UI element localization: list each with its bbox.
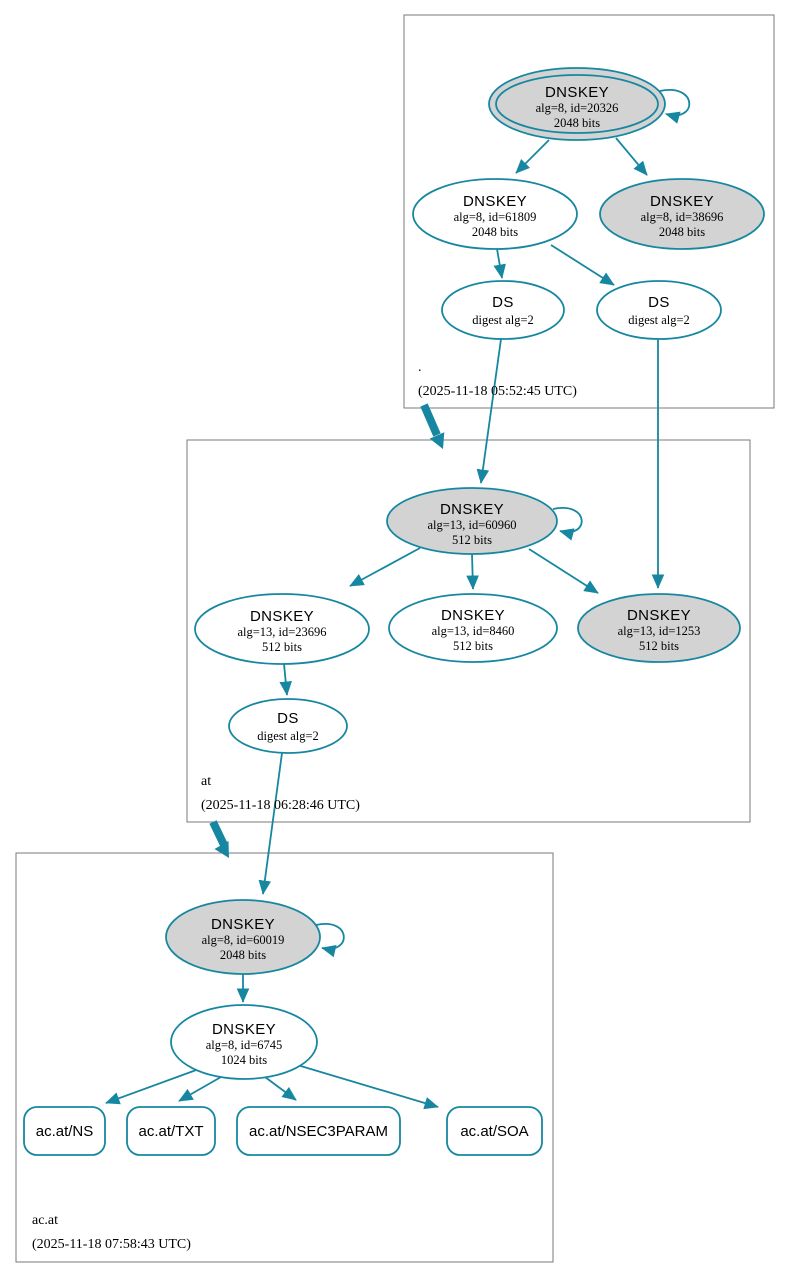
dnskey-60960-detail: alg=13, id=60960 xyxy=(427,518,516,532)
edge-ds-authenticates-dnskey60019 xyxy=(258,752,283,895)
dnskey-23696-detail: alg=13, id=23696 xyxy=(237,625,326,639)
edge-zsk6745-signs-txt xyxy=(178,1076,222,1102)
dnskey-8460-bits: 512 bits xyxy=(453,639,493,653)
dnskey-23696-node[interactable]: DNSKEY alg=13, id=23696 512 bits xyxy=(194,593,370,665)
dnskey-38696-bits: 2048 bits xyxy=(659,225,705,239)
dnskey-61809-node[interactable]: DNSKEY alg=8, id=61809 2048 bits xyxy=(412,178,578,250)
dnskey-38696-title: DNSKEY xyxy=(650,193,714,210)
self-sign-loop-ksk20326 xyxy=(659,89,691,124)
edge-zsk6745-signs-soa xyxy=(293,1063,439,1110)
dnskey-1253-node[interactable]: DNSKEY alg=13, id=1253 512 bits xyxy=(577,593,741,663)
edge-ksk60960-signs-ksk1253 xyxy=(528,548,599,594)
self-sign-loop-ksk60019 xyxy=(315,922,345,958)
ds-at-title: DS xyxy=(277,710,299,727)
edge-zsk61809-signs-ds1 xyxy=(493,248,506,279)
dnskey-1253-bits: 512 bits xyxy=(639,639,679,653)
edge-ds1-authenticates-dnskey60960 xyxy=(476,338,502,484)
ds-at-detail: digest alg=2 xyxy=(257,729,319,743)
rrset-ns-node[interactable]: ac.at/NS xyxy=(23,1106,106,1156)
edge-zsk23696-signs-ds xyxy=(279,663,292,696)
ds-root-1-detail: digest alg=2 xyxy=(472,313,534,327)
dnskey-1253-title: DNSKEY xyxy=(627,607,691,624)
zone-ac-at: DNSKEY alg=8, id=60019 2048 bits DNSKEY … xyxy=(23,899,543,1252)
dnskey-8460-title: DNSKEY xyxy=(441,607,505,624)
dnskey-6745-title: DNSKEY xyxy=(212,1021,276,1038)
dnskey-20326-bits: 2048 bits xyxy=(554,116,600,130)
dnskey-38696-node[interactable]: DNSKEY alg=8, id=38696 2048 bits xyxy=(599,178,765,250)
ds-root-2-title: DS xyxy=(648,294,670,311)
dnskey-60960-node[interactable]: DNSKEY alg=13, id=60960 512 bits xyxy=(386,487,558,555)
rrset-nsec3param-node[interactable]: ac.at/NSEC3PARAM xyxy=(236,1106,401,1156)
dnskey-23696-bits: 512 bits xyxy=(262,640,302,654)
rrset-ns-label: ac.at/NS xyxy=(36,1123,94,1140)
dnskey-38696-detail: alg=8, id=38696 xyxy=(641,210,724,224)
zone-at-timestamp: (2025-11-18 06:28:46 UTC) xyxy=(201,798,360,813)
dnskey-20326-detail: alg=8, id=20326 xyxy=(536,101,619,115)
ds-root-1-title: DS xyxy=(492,294,514,311)
dnskey-8460-node[interactable]: DNSKEY alg=13, id=8460 512 bits xyxy=(388,593,558,663)
rrset-nsec3param-label: ac.at/NSEC3PARAM xyxy=(249,1123,388,1140)
dnskey-23696-title: DNSKEY xyxy=(250,608,314,625)
ds-at-node[interactable]: DS digest alg=2 xyxy=(228,698,348,754)
ds-root-2-detail: digest alg=2 xyxy=(628,313,690,327)
edge-ksk20326-signs-zsk61809 xyxy=(515,139,550,174)
rrset-txt-label: ac.at/TXT xyxy=(138,1123,203,1140)
delegation-arrow-root-to-at xyxy=(420,403,445,449)
dnskey-20326-title: DNSKEY xyxy=(545,84,609,101)
dnskey-6745-detail: alg=8, id=6745 xyxy=(206,1038,283,1052)
self-sign-loop-ksk60960 xyxy=(552,506,583,541)
dnskey-60019-bits: 2048 bits xyxy=(220,948,266,962)
zone-at: DNSKEY alg=13, id=60960 512 bits DNSKEY … xyxy=(194,487,741,813)
zone-ac-at-name: ac.at xyxy=(32,1213,58,1228)
dnskey-6745-node[interactable]: DNSKEY alg=8, id=6745 1024 bits xyxy=(170,1004,318,1080)
zone-ac-at-timestamp: (2025-11-18 07:58:43 UTC) xyxy=(32,1237,191,1252)
dnskey-61809-detail: alg=8, id=61809 xyxy=(454,210,537,224)
edge-zsk6745-signs-ns xyxy=(105,1068,200,1105)
dnskey-1253-detail: alg=13, id=1253 xyxy=(618,624,701,638)
ds-root-1-node[interactable]: DS digest alg=2 xyxy=(441,280,565,340)
rrset-txt-node[interactable]: ac.at/TXT xyxy=(126,1106,216,1156)
edge-zsk6745-signs-nsec3param xyxy=(264,1076,297,1101)
dnskey-61809-bits: 2048 bits xyxy=(472,225,518,239)
zone-at-name: at xyxy=(201,774,211,789)
dnskey-60019-title: DNSKEY xyxy=(211,916,275,933)
dnskey-61809-title: DNSKEY xyxy=(463,193,527,210)
edge-ksk20326-signs-ksk38696 xyxy=(615,137,648,176)
dnskey-60019-node[interactable]: DNSKEY alg=8, id=60019 2048 bits xyxy=(165,899,321,975)
edge-zsk61809-signs-ds2 xyxy=(550,244,615,286)
dnskey-8460-detail: alg=13, id=8460 xyxy=(432,624,515,638)
zone-root-timestamp: (2025-11-18 05:52:45 UTC) xyxy=(418,384,577,399)
delegation-arrow-at-to-ac-at xyxy=(209,820,229,858)
dnskey-60019-detail: alg=8, id=60019 xyxy=(202,933,285,947)
dnskey-60960-bits: 512 bits xyxy=(452,533,492,547)
zone-root: DNSKEY alg=8, id=20326 2048 bits DNSKEY … xyxy=(412,67,765,399)
rrset-soa-node[interactable]: ac.at/SOA xyxy=(446,1106,543,1156)
rrset-soa-label: ac.at/SOA xyxy=(460,1123,528,1140)
edge-ksk60960-signs-zsk8460 xyxy=(466,553,479,590)
dnskey-6745-bits: 1024 bits xyxy=(221,1053,267,1067)
zone-root-name: . xyxy=(418,360,422,375)
dnskey-60960-title: DNSKEY xyxy=(440,501,504,518)
edge-ksk60960-signs-zsk23696 xyxy=(349,547,421,587)
ds-root-2-node[interactable]: DS digest alg=2 xyxy=(596,280,722,340)
dnskey-20326-node[interactable]: DNSKEY alg=8, id=20326 2048 bits xyxy=(488,67,666,141)
